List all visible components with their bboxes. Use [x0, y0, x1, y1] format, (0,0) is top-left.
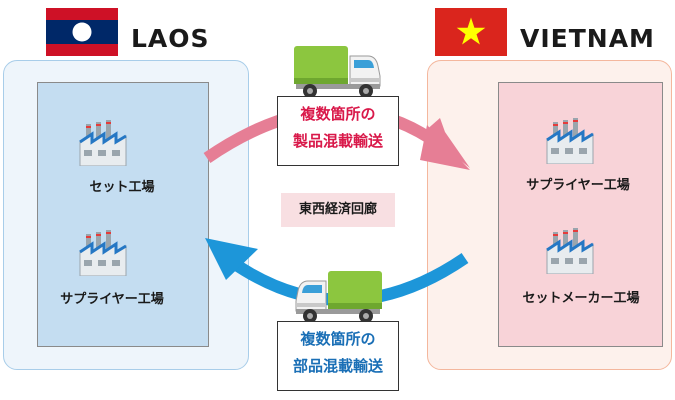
bottom-route-line2: 部品混載輸送: [292, 357, 383, 375]
truck-icon: [294, 46, 381, 98]
factory-label: セットメーカー工場: [522, 291, 640, 306]
laos-inner-panel: [37, 82, 209, 347]
factory-icon: [79, 120, 127, 166]
vietnam-flag-icon: [435, 8, 507, 56]
vietnam-inner-panel: [498, 82, 663, 347]
laos-flag-icon: [46, 8, 118, 56]
top-route-label: 複数箇所の 製品混載輸送: [277, 96, 399, 166]
factory-label: サプライヤー工場: [60, 292, 164, 307]
corridor-label: 東西経済回廊: [281, 193, 395, 227]
bottom-route-label: 複数箇所の 部品混載輸送: [277, 321, 399, 391]
bottom-route-line1: 複数箇所の: [300, 330, 376, 348]
truck-icon: [295, 271, 382, 323]
factory-icon: [546, 118, 594, 164]
bottom-route-arrowhead: [205, 238, 258, 280]
factory-label: セット工場: [89, 180, 155, 195]
top-route-arrowhead: [424, 118, 470, 168]
factory-icon: [546, 228, 594, 274]
factory-label: サプライヤー工場: [526, 178, 630, 193]
vietnam-label: VIETNAM: [520, 24, 655, 53]
top-route-line2: 製品混載輸送: [292, 132, 383, 150]
top-route-line1: 複数箇所の: [300, 105, 376, 123]
factory-icon: [79, 230, 127, 276]
laos-label: LAOS: [131, 24, 210, 53]
